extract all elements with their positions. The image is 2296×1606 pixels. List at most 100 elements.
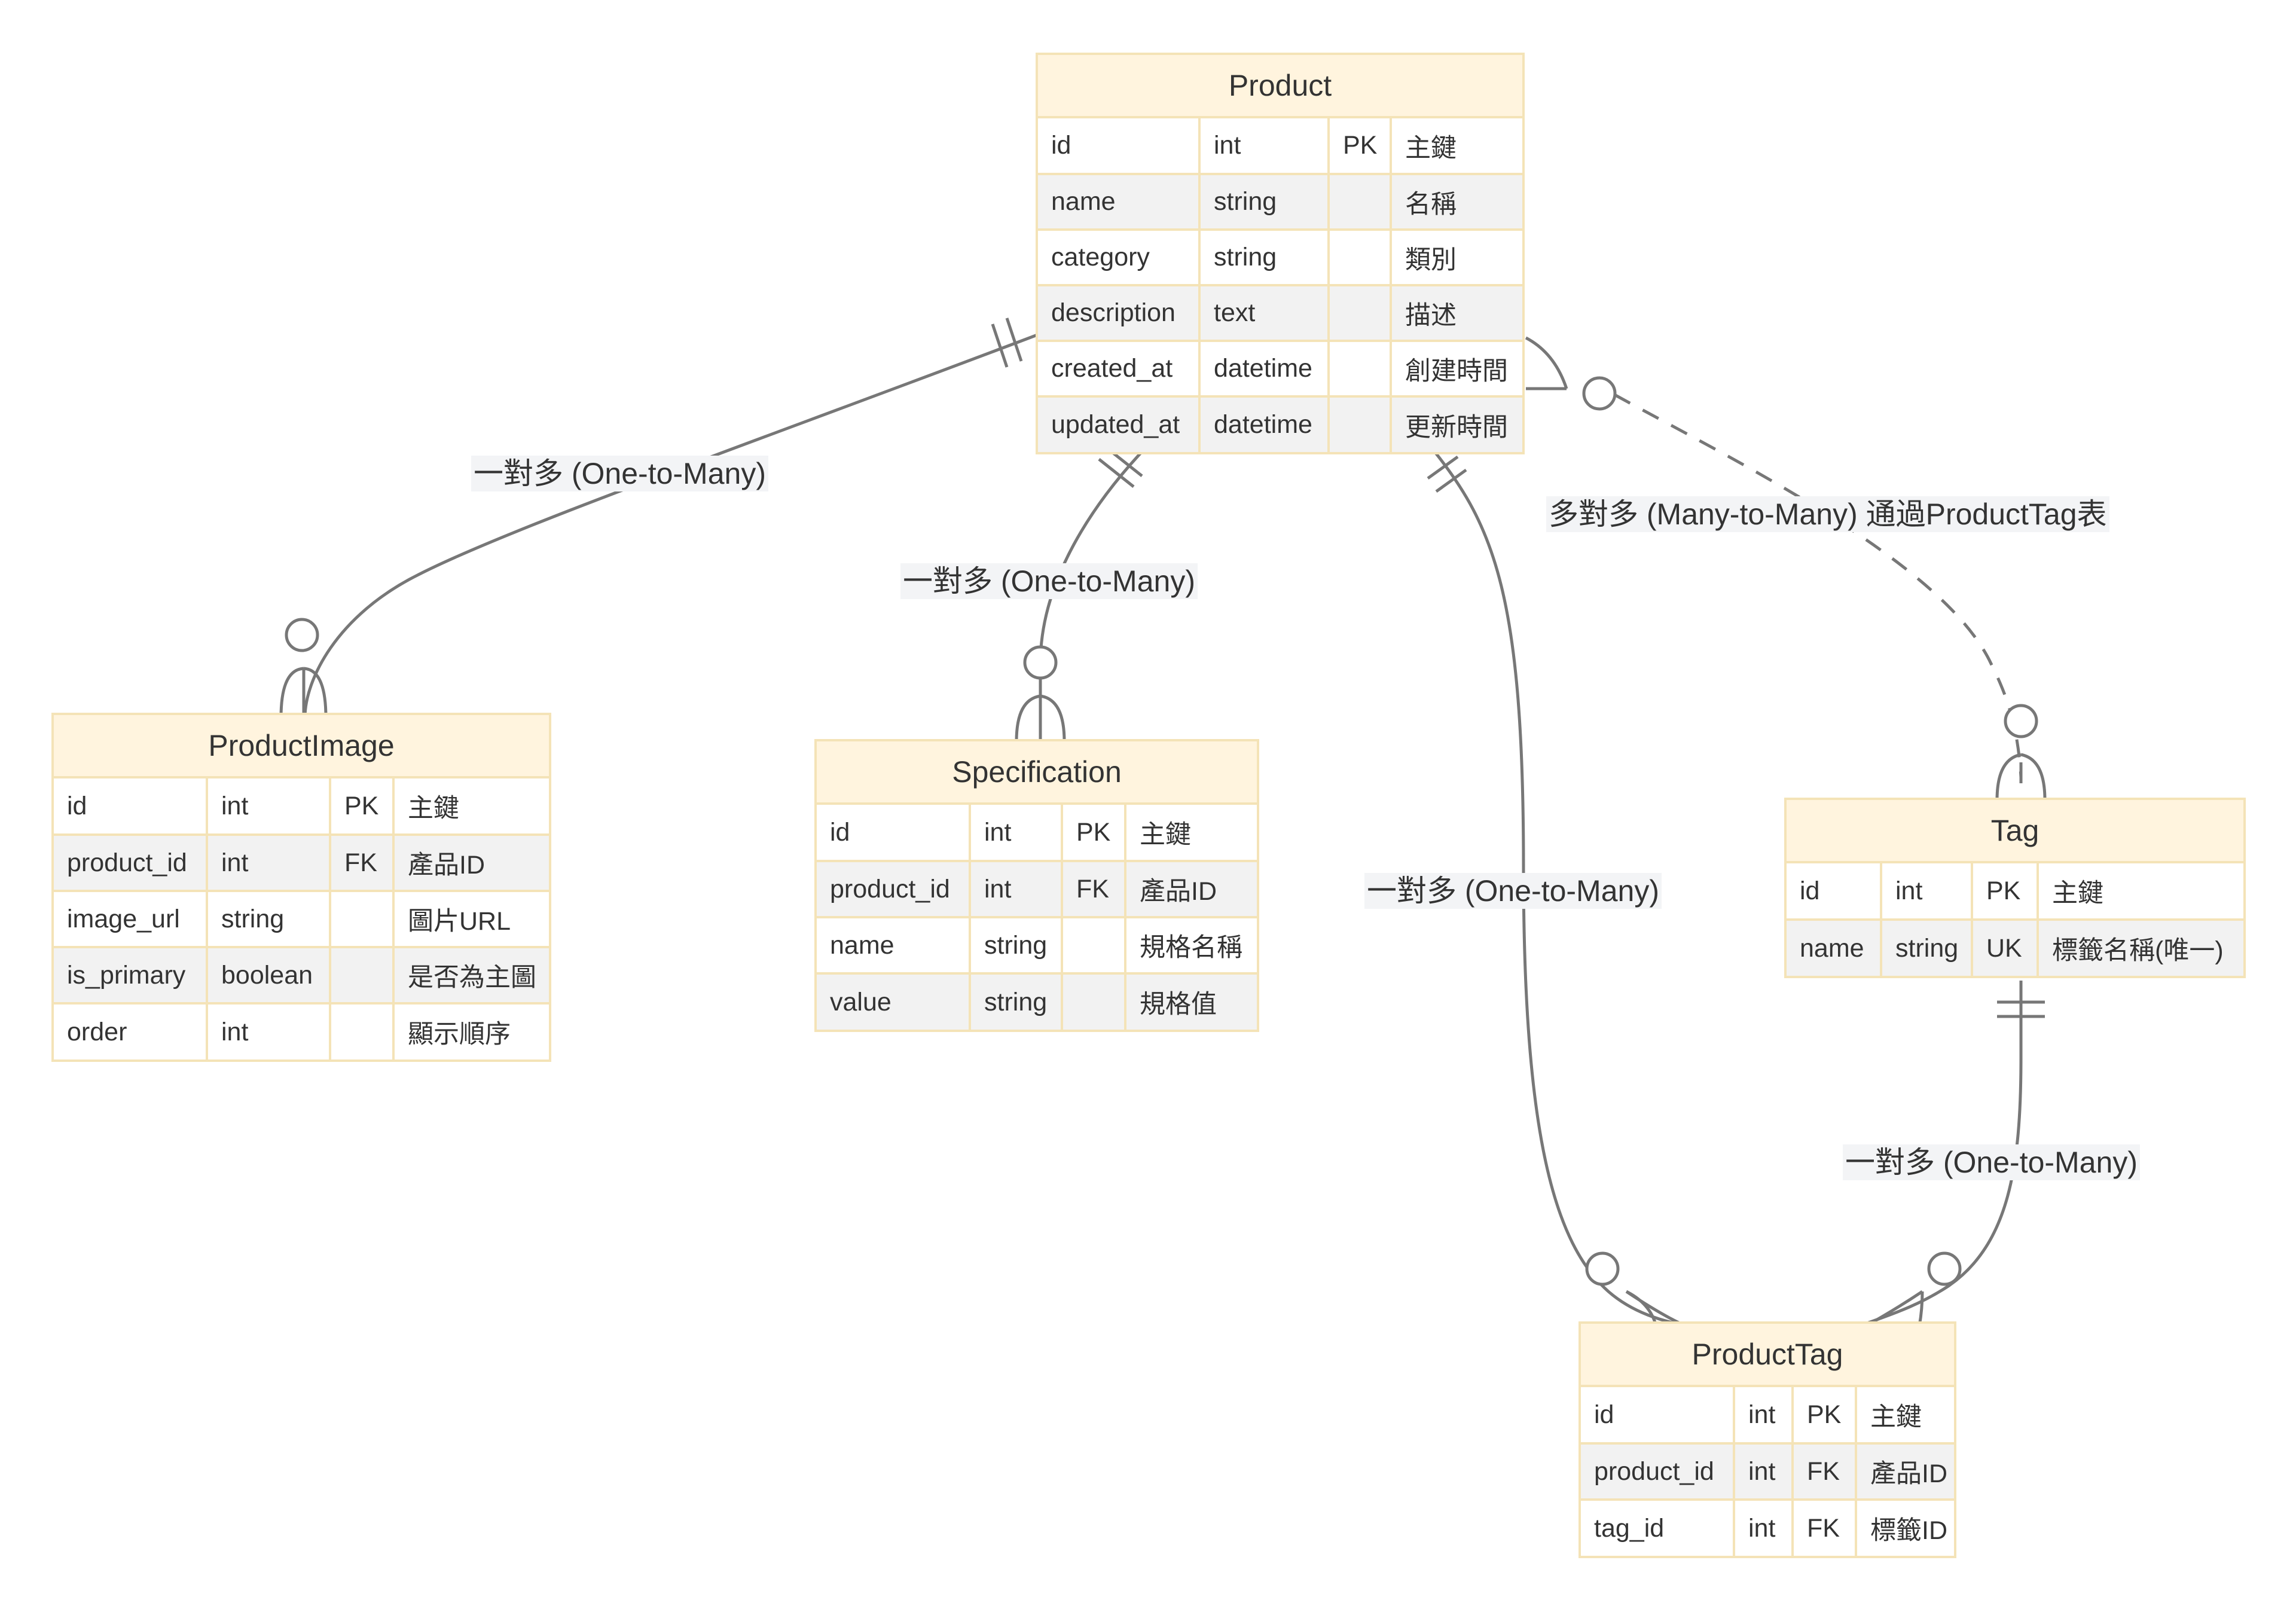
attribute-comment: 名稱 xyxy=(1391,174,1522,231)
attribute-name: order xyxy=(54,1003,208,1060)
attribute-key xyxy=(330,891,395,948)
attribute-type: datetime xyxy=(1199,396,1330,452)
attribute-key xyxy=(1062,917,1126,975)
attribute-type: int xyxy=(1734,1500,1794,1556)
attribute-name: product_id xyxy=(1581,1443,1735,1501)
attribute-key xyxy=(330,947,395,1004)
attribute-comment: 圖片URL xyxy=(393,891,549,948)
attribute-name: is_primary xyxy=(54,947,208,1004)
attribute-name: id xyxy=(54,778,208,836)
attribute-comment: 標籤名稱(唯一) xyxy=(2038,920,2243,976)
edge-product-tag xyxy=(1613,393,2023,778)
attribute-type: int xyxy=(970,861,1063,918)
attribute-type: int xyxy=(1199,118,1330,175)
attribute-key: PK xyxy=(1793,1387,1857,1445)
attribute-comment: 主鍵 xyxy=(1391,118,1522,175)
attribute-comment: 規格名稱 xyxy=(1125,917,1257,975)
attribute-key xyxy=(1329,174,1392,231)
attribute-comment: 主鍵 xyxy=(1856,1387,1954,1445)
attribute-key xyxy=(1062,973,1126,1030)
attribute-type: string xyxy=(207,891,331,948)
attribute-type: int xyxy=(207,1003,331,1060)
relationship-label-tag-producttag: 一對多 (One-to-Many) xyxy=(1843,1144,2140,1180)
zero-marker-product xyxy=(1582,376,1617,411)
attribute-key xyxy=(330,1003,395,1060)
entity-title: Product xyxy=(1038,55,1522,118)
entity-title: Tag xyxy=(1787,800,2243,863)
edge-product-specification xyxy=(1039,447,1146,741)
attribute-comment: 類別 xyxy=(1391,230,1522,286)
attribute-name: name xyxy=(1787,920,1882,976)
attribute-type: string xyxy=(970,973,1063,1030)
attribute-name: name xyxy=(817,917,971,975)
attribute-comment: 是否為主圖 xyxy=(393,947,549,1004)
attribute-comment: 標籤ID xyxy=(1856,1500,1954,1556)
attribute-type: int xyxy=(1734,1443,1794,1501)
attribute-type: string xyxy=(1199,174,1330,231)
attribute-type: string xyxy=(970,917,1063,975)
entity-title: ProductTag xyxy=(1581,1324,1954,1387)
attribute-comment: 產品ID xyxy=(1856,1443,1954,1501)
many-marker-productimage xyxy=(279,667,328,718)
edge-product-producttag xyxy=(1431,447,1690,1328)
zero-marker-producttag-left xyxy=(1585,1251,1620,1286)
attribute-name: category xyxy=(1038,230,1201,286)
attribute-comment: 規格值 xyxy=(1125,973,1257,1030)
relationship-label-specification: 一對多 (One-to-Many) xyxy=(900,563,1198,599)
attribute-name: product_id xyxy=(817,861,971,918)
attribute-name: id xyxy=(1581,1387,1735,1445)
attribute-name: id xyxy=(1038,118,1201,175)
one-marker-product-ptag xyxy=(1427,455,1459,480)
attribute-comment: 產品ID xyxy=(393,835,549,892)
attribute-key xyxy=(1329,396,1392,452)
edge-tag-producttag xyxy=(1859,981,2023,1328)
attribute-key xyxy=(1329,230,1392,286)
one-marker-product-productimage xyxy=(991,323,1009,368)
attribute-comment: 主鍵 xyxy=(2038,863,2243,921)
attribute-key: FK xyxy=(1793,1500,1857,1556)
many-marker-specification xyxy=(1015,694,1066,742)
attribute-key xyxy=(1329,285,1392,342)
attribute-type: int xyxy=(970,805,1063,862)
attribute-type: datetime xyxy=(1199,341,1330,398)
zero-marker-productimage xyxy=(285,618,319,652)
zero-marker-tag xyxy=(2004,704,2038,738)
one-marker-product-productimage-2 xyxy=(1005,317,1023,362)
edge-product-productimage xyxy=(303,333,1038,718)
attribute-comment: 更新時間 xyxy=(1391,396,1522,452)
attribute-name: image_url xyxy=(54,891,208,948)
attribute-comment: 描述 xyxy=(1391,285,1522,342)
attribute-type: int xyxy=(1734,1387,1794,1445)
attribute-type: int xyxy=(1881,863,1973,921)
relationship-label-producttag: 一對多 (One-to-Many) xyxy=(1364,873,1662,909)
attribute-comment: 顯示順序 xyxy=(393,1003,549,1060)
many-marker-tag xyxy=(1995,753,2047,801)
attribute-comment: 產品ID xyxy=(1125,861,1257,918)
attribute-type: boolean xyxy=(207,947,331,1004)
